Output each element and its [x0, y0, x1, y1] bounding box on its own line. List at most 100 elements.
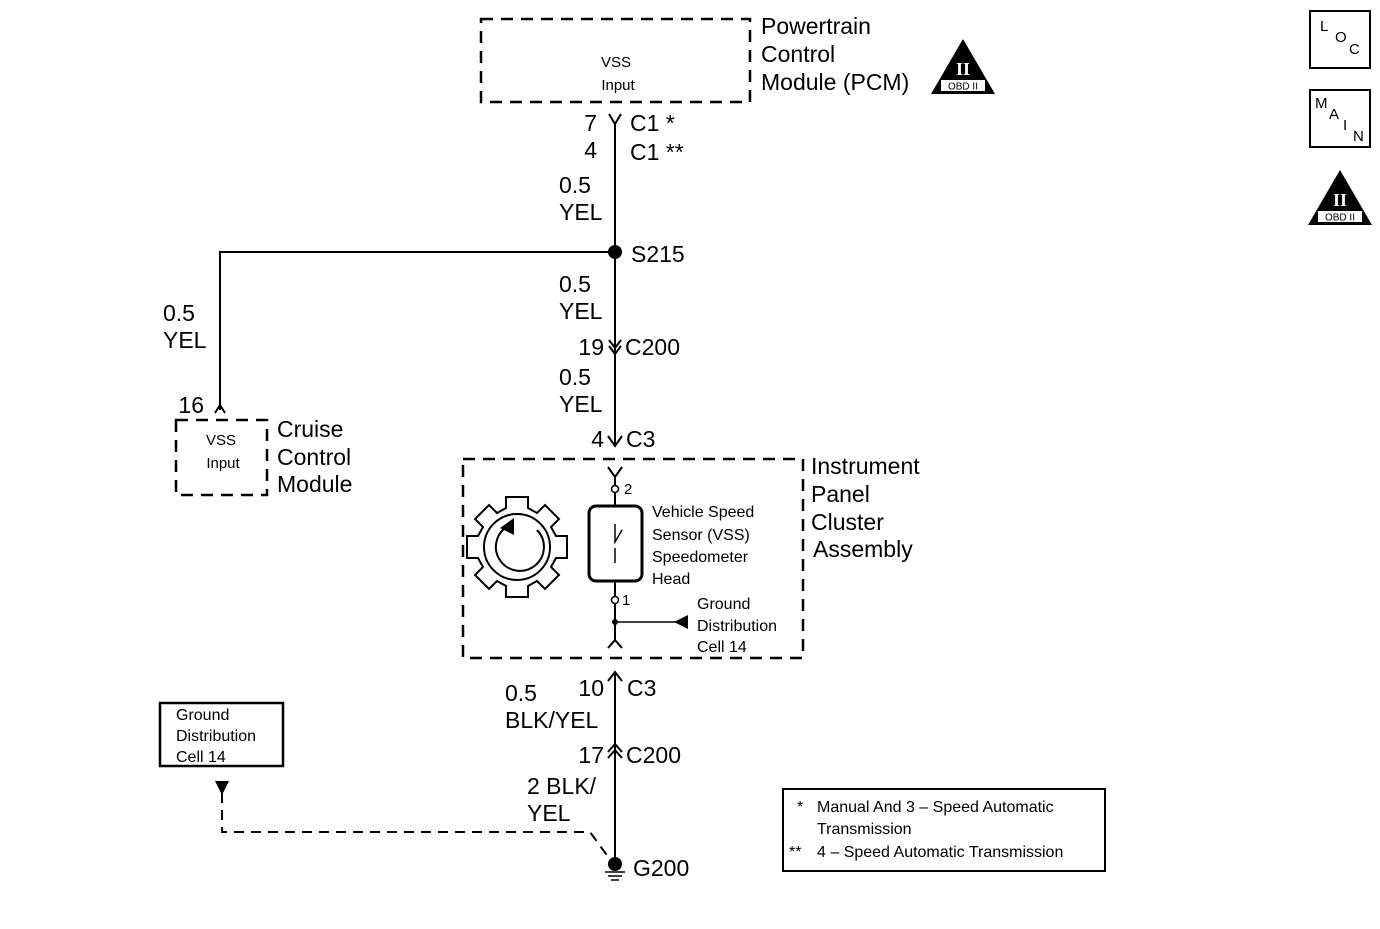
ground-box-label: Distribution [176, 728, 256, 745]
cluster-box [461, 457, 805, 660]
cruise-box [174, 418, 269, 497]
sensor-label: Speedometer [652, 549, 749, 566]
terminal-number: 1 [622, 592, 630, 609]
legend-text: Transmission [817, 821, 912, 838]
obd-badge-label: OBD II [1325, 213, 1355, 224]
cruise-name: Cruise [277, 416, 343, 442]
connector-label: C3 [627, 675, 656, 701]
drain-wire-dashed [221, 793, 610, 859]
legend-text: Manual And 3 – Speed Automatic [817, 799, 1054, 816]
pin-number: 10 [578, 675, 604, 701]
ground-box-label: Cell 14 [176, 749, 226, 766]
loc-letter: O [1335, 29, 1347, 46]
loc-letter: C [1349, 41, 1360, 58]
reluctor-gear-icon [466, 496, 568, 598]
connector-symbol [607, 638, 623, 649]
ground-box-label: Ground [176, 707, 229, 724]
main-letter: M [1315, 95, 1328, 112]
ground-label: G200 [633, 855, 689, 881]
pin-number: 19 [578, 334, 604, 360]
vss-sensor [587, 504, 644, 583]
wire-color: YEL [559, 199, 603, 225]
cluster-name: Cluster [811, 509, 884, 535]
sensor-label: Head [652, 571, 690, 588]
obd-ii-badge: OBD II II [931, 39, 995, 94]
ground-ref-arrow [215, 781, 229, 795]
ground-ref-label: Distribution [697, 618, 777, 635]
loc-button[interactable]: L O C [1309, 10, 1371, 69]
terminal [610, 595, 620, 605]
connector-label: C1 * [630, 110, 675, 136]
pcm-name: Control [761, 41, 835, 67]
main-letter: A [1329, 106, 1340, 123]
svg-text:OBD II: OBD II [948, 82, 978, 93]
pcm-box [479, 17, 752, 104]
pin-number: 7 [584, 110, 597, 136]
wire-color: YEL [527, 800, 571, 826]
connector-label: C200 [625, 334, 680, 360]
pin-number: 4 [584, 137, 597, 163]
cruise-input-label: Input [206, 455, 240, 472]
pin-number: 17 [578, 742, 604, 768]
cluster-name: Panel [811, 481, 870, 507]
ground-ref-label: Ground [697, 596, 750, 613]
legend-symbol: ** [789, 844, 801, 861]
ground-icon [605, 871, 625, 881]
connector-symbol [214, 403, 226, 414]
wire-gauge: 0.5 [559, 172, 591, 198]
wire-gauge: 0.5 [559, 364, 591, 390]
pcm-name: Powertrain [761, 13, 871, 39]
cluster-name: Instrument [811, 453, 920, 479]
main-letter: I [1343, 117, 1348, 134]
svg-text:II: II [956, 59, 970, 79]
connector-symbol [608, 339, 622, 356]
sensor-switch [614, 524, 623, 563]
ground-ref-label: Cell 14 [697, 639, 747, 656]
splice-label: S215 [631, 241, 685, 267]
wire-color: BLK/YEL [505, 707, 599, 733]
main-button[interactable]: M A I N [1309, 89, 1371, 148]
cruise-input-label: VSS [206, 432, 236, 449]
wire-gauge: 2 BLK/ [527, 773, 597, 799]
cruise-name: Control [277, 444, 351, 470]
wire-gauge: 0.5 [559, 271, 591, 297]
wire-gauge: 0.5 [163, 300, 195, 326]
legend-symbol: * [797, 799, 803, 816]
cluster-name: Assembly [813, 536, 913, 562]
wire [219, 251, 615, 410]
wire-color: YEL [163, 327, 207, 353]
ground-dot [608, 857, 622, 871]
loc-letter: L [1320, 18, 1329, 35]
legend-text: 4 – Speed Automatic Transmission [817, 844, 1063, 861]
pcm-input-label: Input [601, 77, 635, 94]
connector-symbol [607, 435, 623, 448]
pcm-module: VSS Input Powertrain Control Module (PCM… [479, 13, 995, 104]
sensor-label: Sensor (VSS) [652, 527, 750, 544]
connector-symbol [607, 466, 623, 479]
pcm-input-label: VSS [601, 54, 631, 71]
wire-gauge: 0.5 [505, 680, 537, 706]
connector-label: C200 [626, 742, 681, 768]
connector-symbol [608, 113, 622, 126]
connector-symbol [607, 742, 623, 759]
pin-number: 4 [591, 426, 604, 452]
legend-box: * Manual And 3 – Speed Automatic Transmi… [782, 788, 1106, 872]
cruise-name: Module [277, 471, 352, 497]
ground-distribution-box: Ground Distribution Cell 14 [158, 701, 285, 768]
connector-label: C1 ** [630, 139, 684, 165]
instrument-panel-cluster: Instrument Panel Cluster Assembly 2 1 Ve… [461, 453, 920, 660]
pin-number: 16 [178, 392, 204, 418]
cruise-control-module: 16 VSS Input Cruise Control Module [174, 392, 352, 497]
main-letter: N [1353, 128, 1364, 145]
pcm-name: Module (PCM) [761, 69, 909, 95]
sensor-label: Vehicle Speed [652, 504, 754, 521]
terminal [610, 484, 620, 494]
wire-color: YEL [559, 391, 603, 417]
obd-badge-numeral: II [1333, 190, 1347, 210]
connector-label: C3 [626, 426, 655, 452]
ground-ref-arrow [674, 615, 688, 629]
wire-color: YEL [559, 298, 603, 324]
obd-ii-button[interactable]: OBD II II [1306, 168, 1374, 228]
terminal-number: 2 [624, 481, 632, 498]
